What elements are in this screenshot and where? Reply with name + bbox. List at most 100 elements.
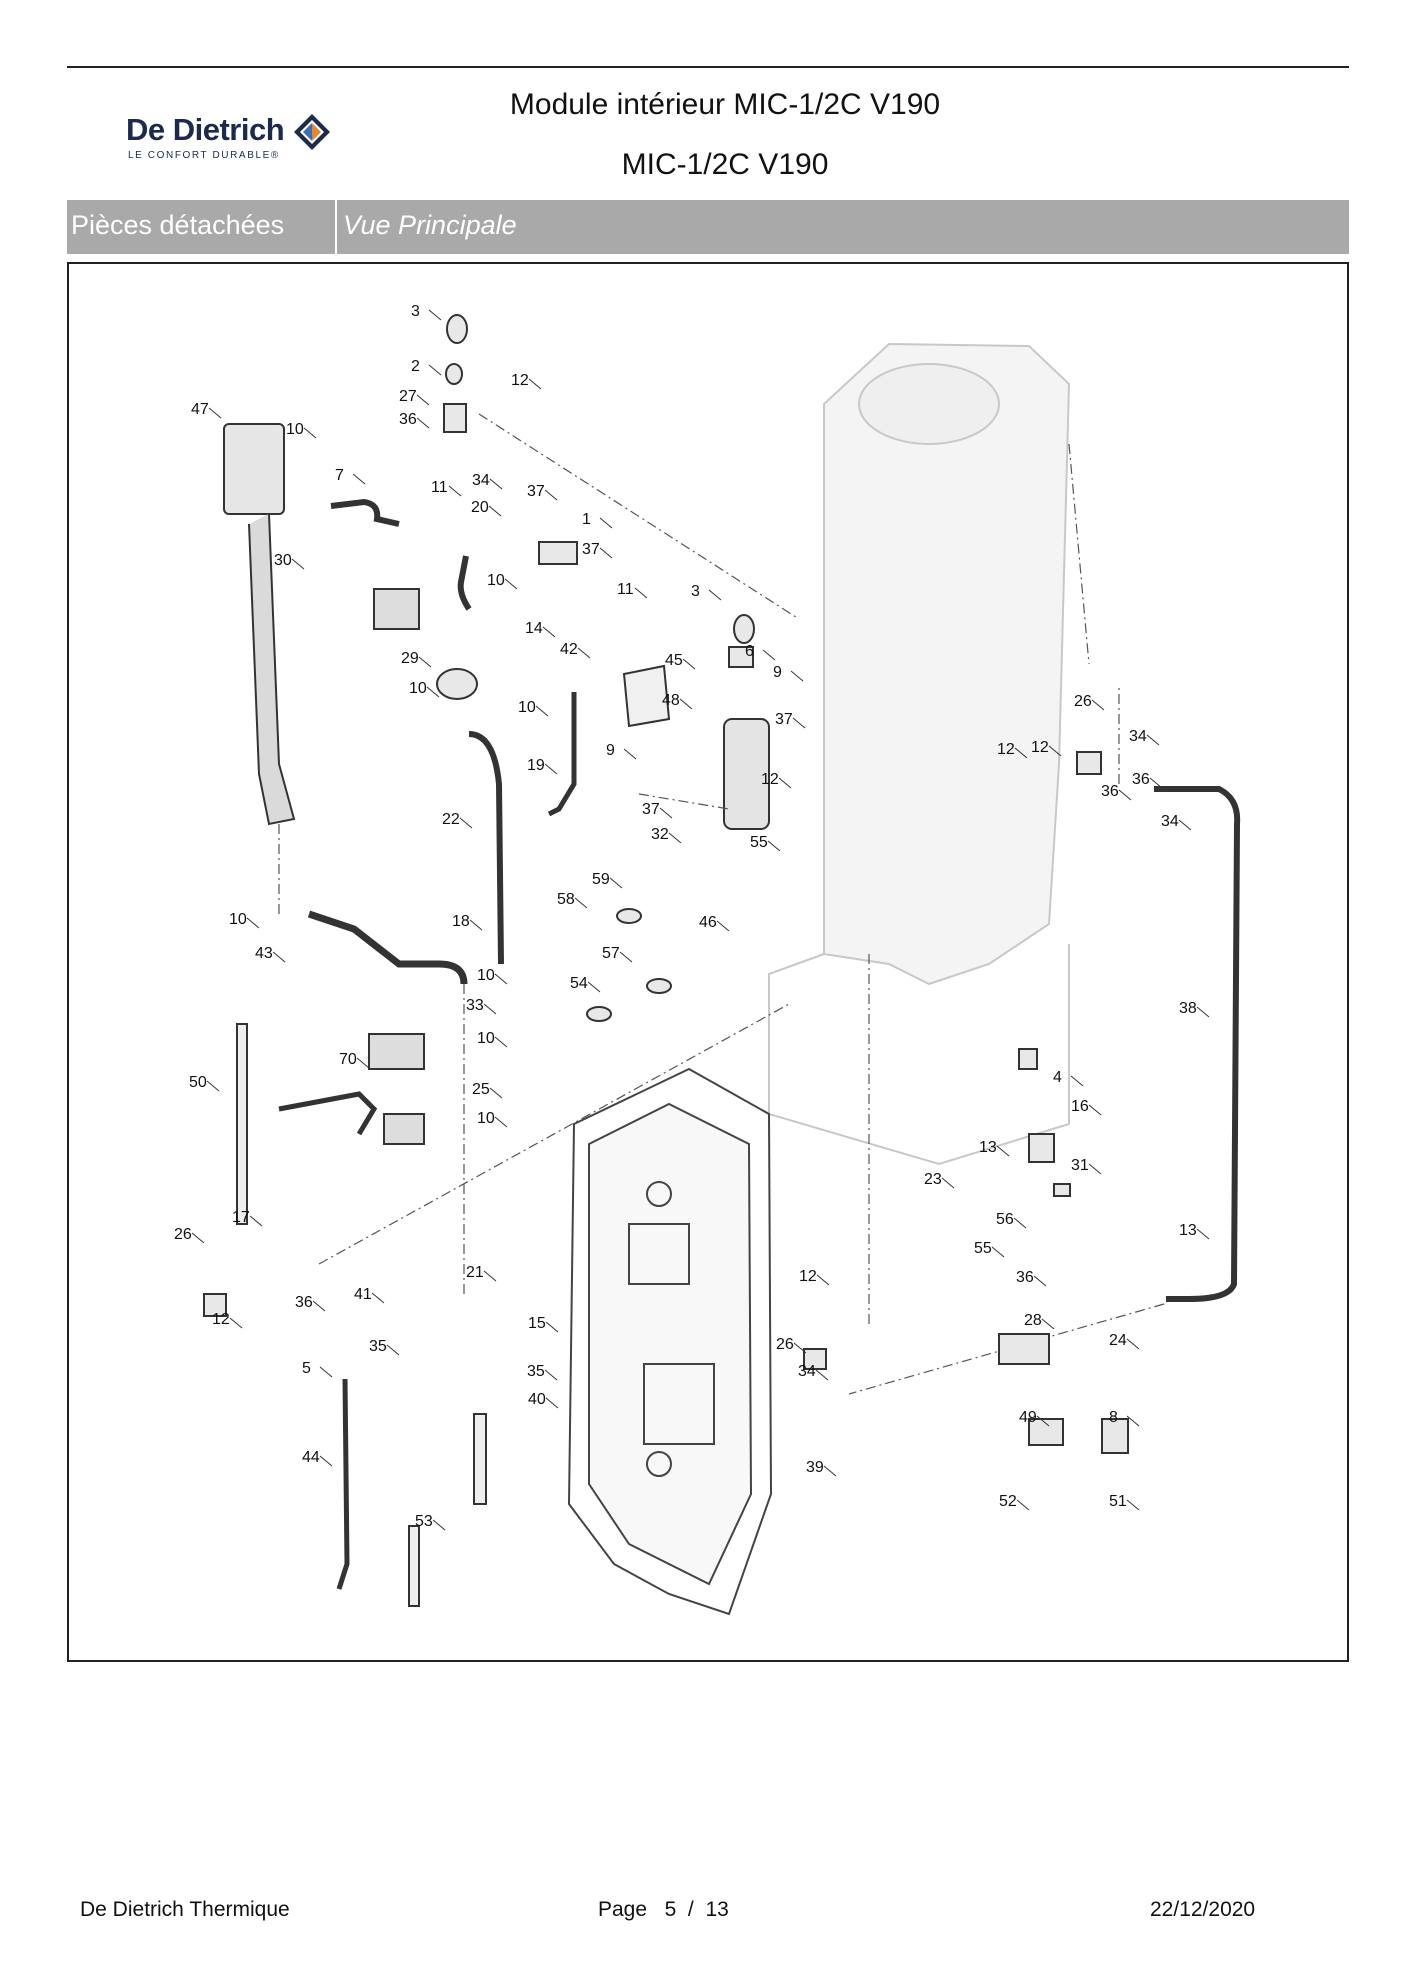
part-callout-26: 26 (1074, 693, 1092, 710)
callout-leader (272, 951, 286, 963)
callout-leader (823, 1465, 837, 1477)
callout-leader (386, 1344, 400, 1356)
callout-leader (1088, 1104, 1102, 1116)
part-callout-12: 12 (761, 771, 779, 788)
callout-leader (312, 1300, 326, 1312)
callout-leader (432, 1519, 446, 1531)
callout-leader (599, 517, 613, 529)
actuator-30 (373, 588, 420, 630)
part-callout-14: 14 (525, 620, 543, 637)
callout-leader (634, 587, 648, 599)
callout-leader (1149, 777, 1163, 789)
part-callout-51: 51 (1109, 1493, 1127, 1510)
part-callout-10: 10 (286, 421, 304, 438)
callout-leader (428, 364, 442, 376)
part-callout-70: 70 (339, 1051, 357, 1068)
part-callout-23: 23 (924, 1171, 942, 1188)
part-callout-55: 55 (974, 1240, 992, 1257)
callout-leader (599, 547, 613, 559)
pipe-18 (307, 910, 468, 985)
part-callout-55: 55 (750, 834, 768, 851)
callout-leader (1033, 1275, 1047, 1287)
part-callout-37: 37 (527, 483, 545, 500)
part-callout-46: 46 (699, 914, 717, 931)
callout-leader (545, 1397, 559, 1409)
part-callout-33: 33 (466, 997, 484, 1014)
section-view: Vue Principale (343, 210, 517, 240)
hose-49 (473, 1413, 487, 1505)
callout-leader (587, 981, 601, 993)
part-callout-10: 10 (229, 911, 247, 928)
part-callout-37: 37 (582, 541, 600, 558)
bracket-45 (622, 664, 671, 728)
callout-leader (1126, 1415, 1140, 1427)
part-callout-21: 21 (466, 1264, 484, 1281)
callout-leader (577, 647, 591, 659)
part-callout-10: 10 (518, 699, 536, 716)
callout-leader (206, 1080, 220, 1092)
callout-leader (609, 877, 623, 889)
callout-leader (246, 917, 260, 929)
pipe-20 (457, 555, 472, 611)
part-callout-3: 3 (411, 303, 420, 320)
footer-date: 22/12/2020 (1150, 1898, 1256, 1921)
part-callout-17: 17 (232, 1209, 250, 1226)
part-callout-10: 10 (477, 1110, 495, 1127)
part-callout-9: 9 (606, 742, 615, 759)
callout-leader (1048, 745, 1062, 757)
part-callout-50: 50 (189, 1074, 207, 1091)
part-callout-36: 36 (399, 411, 417, 428)
brand-tagline: LE CONFORT DURABLE® (128, 150, 280, 161)
callout-leader (291, 558, 305, 570)
callout-leader (668, 832, 682, 844)
part-callout-25: 25 (472, 1081, 490, 1098)
part-callout-47: 47 (191, 401, 209, 418)
part-callout-24: 24 (1109, 1332, 1127, 1349)
part-callout-13: 13 (979, 1139, 997, 1156)
part-callout-26: 26 (776, 1336, 794, 1353)
back-plate-casing (567, 1067, 773, 1616)
part-callout-34: 34 (472, 472, 490, 489)
callout-leader (319, 1366, 333, 1378)
callout-leader (545, 1321, 559, 1333)
part-callout-9: 9 (773, 664, 782, 681)
part-callout-2: 2 (411, 358, 420, 375)
part-callout-43: 43 (255, 945, 273, 962)
callout-leader (469, 919, 483, 931)
pipe-38 (1154, 786, 1241, 1302)
part-callout-7: 7 (335, 467, 344, 484)
part-callout-40: 40 (528, 1391, 546, 1408)
callout-leader (504, 578, 518, 590)
callout-leader (249, 1215, 263, 1227)
callout-leader (416, 394, 430, 406)
part-callout-54: 54 (570, 975, 588, 992)
part-callout-4: 4 (1053, 1069, 1062, 1086)
part-callout-37: 37 (775, 711, 793, 728)
callout-leader (418, 656, 432, 668)
part-callout-12: 12 (997, 741, 1015, 758)
callout-leader (1070, 1075, 1084, 1087)
callout-leader (494, 973, 508, 985)
part-callout-12: 12 (212, 1311, 230, 1328)
callout-leader (767, 840, 781, 852)
rod-39 (336, 1378, 350, 1590)
part-callout-34: 34 (798, 1363, 816, 1380)
brand-name: De Dietrich (126, 112, 285, 147)
footer-page-label: Page (598, 1898, 648, 1921)
part-callout-36: 36 (1132, 771, 1150, 788)
footer-pagination: Page 5 / 13 (598, 1898, 729, 1922)
callout-leader (1178, 819, 1192, 831)
pipe-22 (468, 731, 504, 965)
callout-leader (1088, 1163, 1102, 1175)
callout-leader (448, 485, 462, 497)
part-callout-26: 26 (174, 1226, 192, 1243)
part-callout-53: 53 (415, 1513, 433, 1530)
callout-leader (489, 478, 503, 490)
callout-leader (1036, 1415, 1050, 1427)
part-callout-35: 35 (369, 1338, 387, 1355)
part-callout-18: 18 (452, 913, 470, 930)
callout-leader (428, 309, 442, 321)
callout-leader (816, 1274, 830, 1286)
part-callout-48: 48 (662, 692, 680, 709)
